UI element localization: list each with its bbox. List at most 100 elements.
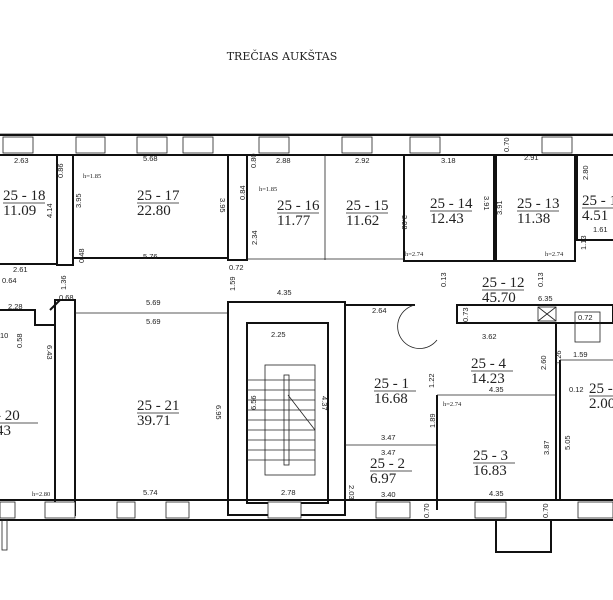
room-number: 25 - bbox=[589, 381, 613, 397]
dimension-label: 4.37 bbox=[320, 396, 329, 411]
room-number: 25 - 2 bbox=[370, 456, 405, 472]
room-area: 12.43 bbox=[430, 211, 464, 227]
dimension-label: 1.13 bbox=[579, 235, 588, 250]
dimension-label: 5.74 bbox=[143, 488, 158, 497]
dimension-label: 2.92 bbox=[355, 156, 370, 165]
room-area: 22.80 bbox=[137, 203, 171, 219]
room-area: 11.77 bbox=[277, 213, 311, 229]
ceiling-height-label: h=2.80 bbox=[32, 491, 50, 498]
room-number: - 20 bbox=[0, 408, 20, 424]
room-area: 2.00 bbox=[589, 396, 613, 412]
room-number: 25 - 1 bbox=[582, 193, 613, 209]
dimension-label: 4.35 bbox=[489, 489, 504, 498]
dimension-label: 2.78 bbox=[281, 488, 296, 497]
room-number: 25 - 21 bbox=[137, 398, 180, 414]
ceiling-height-label: h=2.74 bbox=[405, 251, 424, 258]
plan-title: TREČIAS AUKŠTAS bbox=[227, 49, 338, 63]
door-swing-icon bbox=[397, 304, 438, 349]
dimension-label: 3.95 bbox=[218, 198, 227, 213]
room-number: 25 - 12 bbox=[482, 275, 525, 291]
room-number: 25 - 17 bbox=[137, 188, 180, 204]
stairs-icon bbox=[247, 374, 316, 466]
dimension-label: 1.59 bbox=[228, 276, 237, 291]
ceiling-height-label: h=2.74 bbox=[545, 251, 564, 258]
ceiling-height-label: h=2.74 bbox=[443, 401, 462, 408]
dimension-label: 0.70 bbox=[541, 503, 550, 518]
dimension-label: 3.98 bbox=[400, 215, 409, 230]
dimension-label: 1.61 bbox=[593, 225, 608, 234]
dimension-label: 0.64 bbox=[2, 276, 17, 285]
dimension-label: 2.60 bbox=[539, 355, 548, 370]
dimension-label: 0.70 bbox=[422, 503, 431, 518]
dimension-label: 1.59 bbox=[573, 350, 588, 359]
room-number: 25 - 18 bbox=[3, 188, 46, 204]
room-number: 25 - 1 bbox=[374, 376, 409, 392]
dimension-label: 0.68 bbox=[59, 293, 74, 302]
room-area: 43 bbox=[0, 423, 11, 439]
room-number: 25 - 4 bbox=[471, 356, 506, 372]
room-area: 16.68 bbox=[374, 391, 408, 407]
dimension-label: 2.63 bbox=[14, 156, 29, 165]
dimension-label: 3.87 bbox=[542, 440, 551, 455]
bottom-windows bbox=[0, 501, 613, 519]
dimension-label: 0.13 bbox=[536, 272, 545, 287]
dimension-label: 5.68 bbox=[143, 154, 158, 163]
dimension-label: 0.73 bbox=[461, 307, 470, 322]
dimension-label: 5.76 bbox=[143, 252, 158, 261]
dimension-label: 0.13 bbox=[439, 272, 448, 287]
dimension-label: 3.47 bbox=[381, 448, 396, 457]
dimension-label: 3.91 bbox=[495, 200, 504, 215]
room-number: 25 - 16 bbox=[277, 198, 320, 214]
room-area: 6.97 bbox=[370, 471, 397, 487]
dimension-label: 0.72 bbox=[578, 313, 593, 322]
room-number: 25 - 13 bbox=[517, 196, 560, 212]
room-area: 14.23 bbox=[471, 371, 505, 387]
dimension-label: 1.36 bbox=[59, 275, 68, 290]
dimension-label: 6.35 bbox=[538, 294, 553, 303]
ceiling-height-label: h=1.85 bbox=[83, 173, 101, 180]
dimension-label: 5.05 bbox=[563, 435, 572, 450]
dimension-label: 0.80 bbox=[249, 153, 258, 168]
dimension-label: 3.91 bbox=[482, 196, 491, 211]
dimension-label: 2.91 bbox=[524, 153, 539, 162]
dimension-label: 0.12 bbox=[569, 385, 584, 394]
dimension-label: 5.69 bbox=[146, 317, 161, 326]
dimension-label: 0.84 bbox=[238, 185, 247, 200]
dimension-label: 0.48 bbox=[77, 248, 86, 263]
room-area: 4.51 bbox=[582, 208, 608, 224]
dimension-label: 0.72 bbox=[229, 263, 244, 272]
dimension-label: 6.43 bbox=[45, 345, 54, 360]
dimension-label: 0.70 bbox=[502, 137, 511, 152]
dimension-label: 4.35 bbox=[489, 385, 504, 394]
dimension-label: 0.58 bbox=[15, 333, 24, 348]
dimension-label: 6.56 bbox=[249, 395, 258, 410]
dimension-label: 4.35 bbox=[277, 288, 292, 297]
dimension-label: 0.86 bbox=[56, 163, 65, 178]
room-number: 25 - 14 bbox=[430, 196, 473, 212]
dimension-label: 2.80 bbox=[581, 165, 590, 180]
dimension-label: 3.18 bbox=[441, 156, 456, 165]
room-area: 39.71 bbox=[137, 413, 171, 429]
dimension-label: 2.88 bbox=[276, 156, 291, 165]
room-area: 45.70 bbox=[482, 290, 516, 306]
dimension-label: 10 bbox=[0, 331, 8, 340]
dimension-label: 6.95 bbox=[214, 405, 223, 420]
dimension-label: 2.03 bbox=[347, 485, 356, 500]
dimension-label: 2.28 bbox=[8, 302, 23, 311]
top-windows bbox=[2, 136, 573, 154]
room-area: 11.62 bbox=[346, 213, 379, 229]
balcony bbox=[495, 519, 552, 553]
dimension-label: 1.89 bbox=[428, 413, 437, 428]
dimension-label: 3.47 bbox=[381, 433, 396, 442]
dimension-label: 2.34 bbox=[250, 230, 259, 245]
ventilation-shaft-icon bbox=[537, 306, 557, 322]
dimension-label: 2.64 bbox=[372, 306, 387, 315]
dimension-label: 3.62 bbox=[482, 332, 497, 341]
room-area: 11.09 bbox=[3, 203, 36, 219]
room-number: 25 - 3 bbox=[473, 448, 508, 464]
dimension-label: 3.40 bbox=[381, 490, 396, 499]
